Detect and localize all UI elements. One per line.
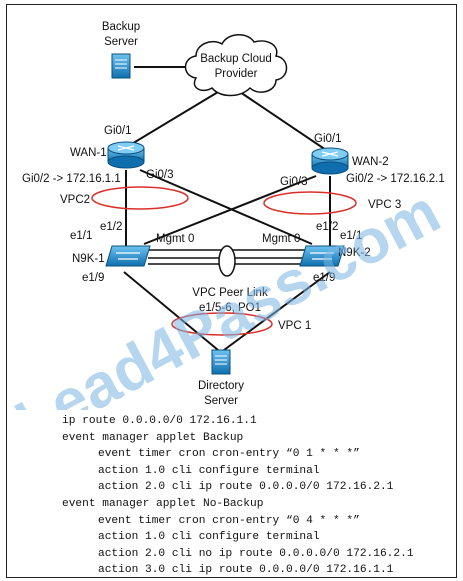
n9k1-switch-icon xyxy=(105,245,151,267)
wan1-gi01-label: Gi0/1 xyxy=(104,125,132,137)
wan2-gi02-label: Gi0/2 -> 172.16.2.1 xyxy=(346,173,445,185)
link-cloud-wan2 xyxy=(239,91,327,151)
network-diagram: Backup Cloud Provider Backup Server xyxy=(5,21,451,410)
peer-link-label-2: e1/5-6, PO1 xyxy=(199,302,261,314)
n9k1-e12-label: e1/2 xyxy=(100,221,122,233)
vpc1-label: VPC 1 xyxy=(278,320,311,332)
directory-server-label-1: Directory xyxy=(198,380,244,392)
config-line: action 1.0 cli configure terminal xyxy=(98,464,320,477)
vpc2-label: VPC2 xyxy=(60,194,90,206)
n9k1-label: N9K-1 xyxy=(72,253,105,265)
backup-server-label-1: Backup xyxy=(102,21,140,33)
vpc2-ellipse xyxy=(91,186,189,210)
peer-link-label-1: VPC Peer Link xyxy=(192,287,268,299)
watermark-text: Lead4Pass.com xyxy=(5,177,451,410)
wan1-gi02-label: Gi0/2 -> 172.16.1.1 xyxy=(22,173,121,185)
n9k2-e12-label: e1/2 xyxy=(316,221,338,233)
wan2-gi01-label: Gi0/1 xyxy=(314,133,342,145)
wan1-router-icon xyxy=(107,141,145,169)
link-n9k1-directory xyxy=(123,271,219,351)
link-cloud-wan1 xyxy=(129,91,219,146)
config-line: event manager applet No-Backup xyxy=(62,497,264,510)
backup-server-icon xyxy=(111,53,131,79)
n9k2-switch-icon xyxy=(299,245,345,267)
directory-server-label-2: Server xyxy=(204,395,238,407)
figure-frame xyxy=(6,4,457,578)
wan2-label: WAN-2 xyxy=(352,156,389,168)
config-line: action 2.0 cli no ip route 0.0.0.0/0 172… xyxy=(98,547,414,560)
vpc3-ellipse xyxy=(263,191,357,215)
wan2-router-icon xyxy=(311,147,349,175)
n9k2-label: N9K-2 xyxy=(338,247,371,259)
config-line: event timer cron cron-entry “0 1 * * *” xyxy=(98,448,360,461)
config-line: action 2.0 cli ip route 0.0.0.0/0 172.16… xyxy=(98,481,394,494)
cloud-label-2: Provider xyxy=(215,68,258,80)
peer-link-ellipse xyxy=(218,245,236,277)
config-line: action 3.0 cli ip route 0.0.0.0/0 172.16… xyxy=(98,564,394,577)
cloud-label-1: Backup Cloud xyxy=(200,53,272,65)
n9k2-e11-label: e1/1 xyxy=(340,230,362,242)
config-line: event timer cron cron-entry “0 4 * * *” xyxy=(98,514,360,527)
wan1-gi03-label: Gi0/3 xyxy=(146,169,174,181)
directory-server-icon xyxy=(211,349,231,375)
n9k2-e19-label: e1/9 xyxy=(313,272,335,284)
cloud-icon xyxy=(184,34,288,97)
config-line: ip route 0.0.0.0/0 172.16.1.1 xyxy=(62,415,257,427)
wan1-label: WAN-1 xyxy=(70,147,107,159)
wan2-gi03-label: Gi0/3 xyxy=(280,176,308,188)
config-line: event manager applet Backup xyxy=(62,431,244,444)
config-line: action 1.0 cli configure terminal xyxy=(98,531,320,544)
config-block: ip route 0.0.0.0/0 172.16.1.1 event manag… xyxy=(62,413,414,579)
mgmt1-label: Mgmt 0 xyxy=(156,233,194,245)
link-wan1-n9k2 xyxy=(139,169,313,245)
backup-server-label-2: Server xyxy=(104,36,138,48)
mgmt2-label: Mgmt 0 xyxy=(262,233,300,245)
vpc1-ellipse xyxy=(171,312,273,336)
link-n9k2-directory xyxy=(223,271,331,351)
link-wan2-n9k1 xyxy=(143,175,317,245)
vpc3-label: VPC 3 xyxy=(368,199,401,211)
n9k1-e11-label: e1/1 xyxy=(70,230,92,242)
n9k1-e19-label: e1/9 xyxy=(82,272,104,284)
